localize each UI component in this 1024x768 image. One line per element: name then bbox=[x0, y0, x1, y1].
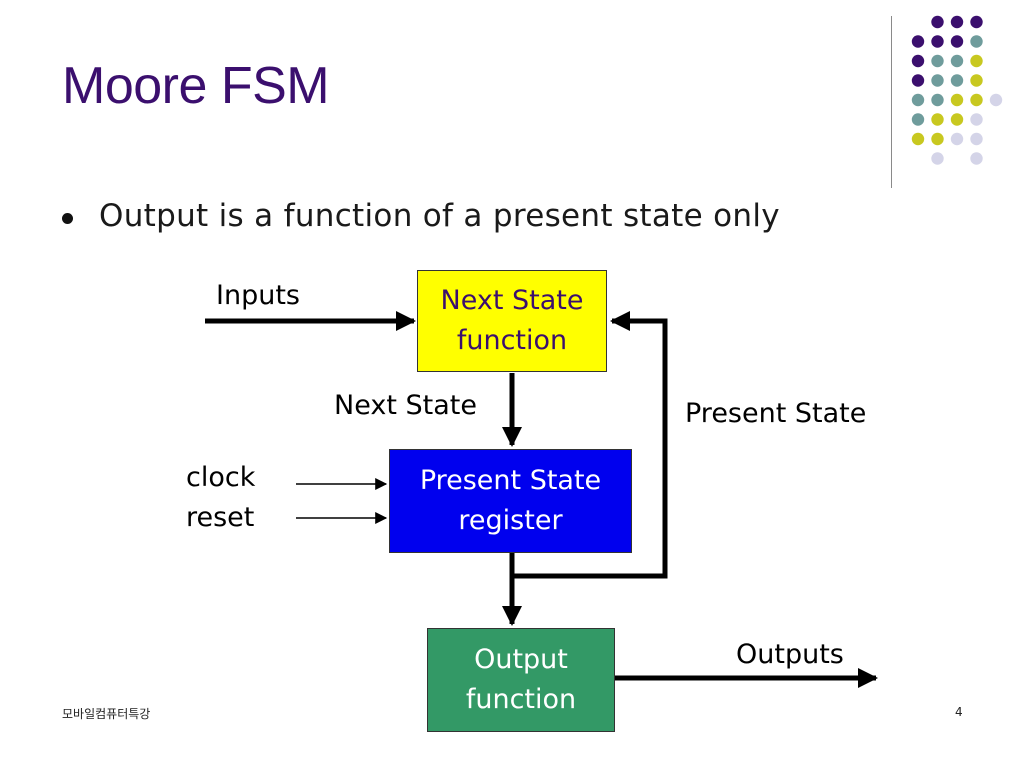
decorative-dot bbox=[970, 74, 983, 87]
decorative-dot bbox=[931, 74, 944, 87]
clock-label: clock bbox=[186, 462, 256, 493]
decorative-dot bbox=[970, 35, 983, 48]
decorative-dot bbox=[931, 15, 944, 29]
bullet-text: Output is a function of a present state … bbox=[99, 198, 780, 234]
present-state-box-line1: Present State bbox=[419, 465, 602, 496]
decorative-dot bbox=[950, 113, 964, 126]
present-state-box-line2: register bbox=[458, 505, 563, 536]
output-box-line2: function bbox=[465, 684, 577, 715]
decorative-dot bbox=[950, 132, 964, 146]
next-state-label: Next State bbox=[334, 390, 477, 421]
decorative-dot bbox=[931, 113, 944, 126]
decorative-dot bbox=[950, 93, 964, 107]
next-state-function-box: Next State function bbox=[417, 270, 607, 372]
decorative-dot bbox=[931, 93, 944, 107]
decorative-dot bbox=[911, 113, 925, 126]
outputs-label: Outputs bbox=[736, 639, 844, 670]
decorative-dot-grid bbox=[911, 15, 1003, 165]
decorative-dot bbox=[931, 35, 944, 48]
bullet-dot-icon bbox=[62, 212, 73, 224]
decorative-dot bbox=[931, 132, 944, 146]
present-state-register-box: Present State register bbox=[389, 449, 632, 553]
decorative-dot bbox=[950, 15, 964, 29]
decorative-dot bbox=[911, 93, 925, 107]
slide-title: Moore FSM bbox=[62, 57, 330, 115]
bullet-item: Output is a function of a present state … bbox=[62, 198, 780, 234]
decorative-dot bbox=[950, 74, 964, 87]
decorative-dot bbox=[950, 54, 964, 68]
decorative-dot bbox=[931, 152, 944, 165]
present-state-label: Present State bbox=[685, 398, 867, 429]
decorative-dot bbox=[950, 35, 964, 48]
decorative-dot bbox=[911, 132, 925, 146]
reset-label: reset bbox=[186, 502, 255, 533]
decorative-dot bbox=[970, 152, 983, 165]
decorative-dot bbox=[931, 54, 944, 68]
decorative-dot bbox=[970, 54, 983, 68]
present-state-feedback-line bbox=[509, 311, 668, 579]
output-function-box: Output function bbox=[427, 628, 615, 732]
decorative-dot bbox=[989, 93, 1003, 107]
output-box-line1: Output bbox=[474, 644, 568, 675]
decorative-dot bbox=[970, 113, 983, 126]
decorative-dot bbox=[911, 74, 925, 87]
page-number: 4 bbox=[955, 705, 963, 719]
next-state-box-line1: Next State bbox=[440, 285, 584, 316]
decorative-dot bbox=[970, 15, 983, 29]
title-divider bbox=[891, 16, 892, 188]
decorative-dot bbox=[911, 35, 925, 48]
decorative-dot bbox=[970, 93, 983, 107]
inputs-label: Inputs bbox=[216, 280, 300, 311]
decorative-dot bbox=[911, 54, 925, 68]
footer-course-name: 모바일컴퓨터특강 bbox=[62, 707, 151, 721]
next-state-box-line2: function bbox=[456, 325, 568, 356]
decorative-dot bbox=[970, 132, 983, 146]
